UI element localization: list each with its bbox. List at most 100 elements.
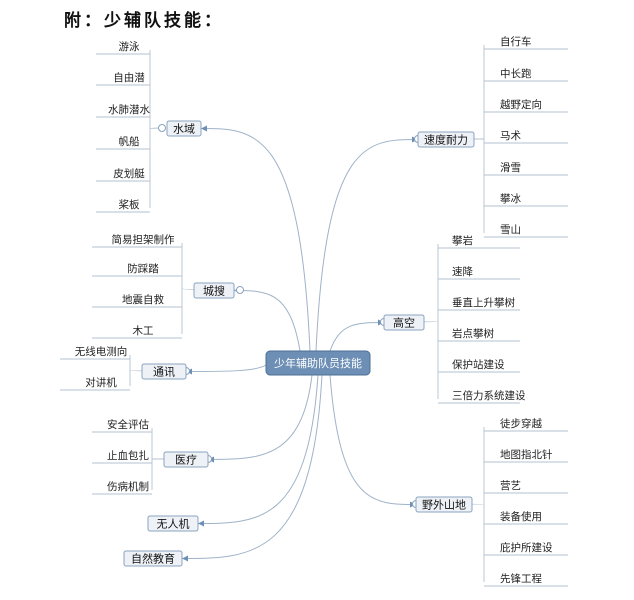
branch-node-urban-search[interactable]: 城搜 <box>193 282 235 299</box>
leaf-label: 无线电测向 <box>75 345 128 358</box>
leaf-comms-0[interactable]: 无线电测向 <box>60 345 130 360</box>
leaf-speed-endurance-6[interactable]: 雪山 <box>484 224 568 238</box>
leaf-medical-1[interactable]: 止血包扎 <box>92 449 152 464</box>
leaf-label: 自由潜 <box>113 71 145 84</box>
branch-box <box>193 282 235 299</box>
branch-node-wilderness[interactable]: 野外山地 <box>415 496 473 513</box>
leaf-water-1[interactable]: 自由潜 <box>96 71 150 86</box>
leaf-label: 安全评估 <box>107 418 149 431</box>
branch-node-comms[interactable]: 通讯 <box>141 363 187 380</box>
collapse-toggle-urban-search[interactable] <box>236 286 244 294</box>
connector-urban-search <box>233 290 301 352</box>
branch-node-medical[interactable]: 医疗 <box>163 451 209 468</box>
branch-label: 水域 <box>173 123 195 136</box>
leaf-label: 滑雪 <box>500 162 521 174</box>
leaf-urban-search-1[interactable]: 防踩踏 <box>92 262 182 277</box>
connector-speed-endurance <box>315 139 419 352</box>
leaf-medical-0[interactable]: 安全评估 <box>92 418 152 433</box>
leaf-label: 攀岩 <box>452 234 473 247</box>
leaf-medical-2[interactable]: 伤病机制 <box>92 480 152 495</box>
leaf-label: 桨板 <box>119 198 140 211</box>
leaf-urban-search-2[interactable]: 地震自救 <box>92 293 182 308</box>
branch-node-nature-edu[interactable]: 自然教育 <box>123 550 183 567</box>
leaf-label: 简易担架制作 <box>112 233 175 246</box>
branch-box <box>147 515 199 532</box>
leaf-label: 装备使用 <box>500 510 542 523</box>
leaf-label: 保护站建设 <box>452 358 505 371</box>
leaf-label: 速降 <box>452 265 473 278</box>
leaf-high-altitude-3[interactable]: 岩点攀树 <box>438 327 520 342</box>
leaf-wilderness-5[interactable]: 先锋工程 <box>484 572 568 587</box>
leaf-wilderness-1[interactable]: 地图指北针 <box>484 448 568 463</box>
leaf-label: 地图指北针 <box>500 448 553 461</box>
connector-wilderness <box>329 374 417 505</box>
branch-box <box>166 120 202 137</box>
connector-water <box>200 128 311 352</box>
branch-label: 自然教育 <box>131 552 175 566</box>
leaf-label: 三倍力系统建设 <box>452 389 526 402</box>
connector-nature-edu <box>181 374 323 559</box>
leaf-high-altitude-2[interactable]: 垂直上升攀树 <box>438 296 520 311</box>
branch-label: 速度耐力 <box>424 133 468 147</box>
leaf-label: 皮划艇 <box>113 167 145 180</box>
leaf-water-2[interactable]: 水肺潜水 <box>96 103 150 118</box>
leaf-high-altitude-0[interactable]: 攀岩 <box>438 234 520 249</box>
leaf-label: 地震自救 <box>122 293 164 306</box>
leaf-speed-endurance-5[interactable]: 攀冰 <box>484 192 568 207</box>
leaf-water-5[interactable]: 桨板 <box>96 198 150 213</box>
connector-medical <box>207 374 313 460</box>
leaf-water-0[interactable]: 游泳 <box>96 40 150 55</box>
leaf-label: 垂直上升攀树 <box>452 296 515 309</box>
branch-node-high-altitude[interactable]: 高空 <box>383 314 425 331</box>
connector-drone <box>197 374 319 524</box>
root-node[interactable]: 少年辅助队员技能 <box>265 350 371 376</box>
leaf-label: 徒步穿越 <box>500 417 542 430</box>
collapse-toggle-water[interactable] <box>158 124 166 132</box>
page-heading: 附：少辅队技能： <box>64 11 224 31</box>
leaf-label: 庇护所建设 <box>500 541 553 554</box>
branch-label: 高空 <box>393 316 415 330</box>
leaf-label: 对讲机 <box>85 376 117 389</box>
leaf-wilderness-4[interactable]: 庇护所建设 <box>484 541 568 556</box>
leaf-label: 止血包扎 <box>107 449 149 462</box>
leaf-label: 木工 <box>133 325 154 337</box>
branch-box <box>123 550 183 567</box>
branch-node-drone[interactable]: 无人机 <box>147 515 199 532</box>
leaf-label: 雪山 <box>500 224 521 236</box>
branch-node-water[interactable]: 水域 <box>166 120 202 137</box>
leaf-speed-endurance-3[interactable]: 马术 <box>484 130 568 144</box>
leaf-high-altitude-1[interactable]: 速降 <box>438 265 520 280</box>
leaf-speed-endurance-0[interactable]: 自行车 <box>484 35 568 50</box>
leaf-wilderness-0[interactable]: 徒步穿越 <box>484 417 568 432</box>
leaf-speed-endurance-2[interactable]: 越野定向 <box>484 98 568 113</box>
arrowhead-nature-edu <box>182 555 188 562</box>
leaf-label: 越野定向 <box>500 98 542 111</box>
root-node-box <box>265 350 371 376</box>
connector-high-altitude <box>329 322 385 352</box>
branch-box <box>383 314 425 331</box>
branch-label: 通讯 <box>153 366 175 379</box>
leaf-high-altitude-5[interactable]: 三倍力系统建设 <box>438 389 526 404</box>
leaf-label: 马术 <box>500 130 521 142</box>
branch-node-speed-endurance[interactable]: 速度耐力 <box>417 131 475 148</box>
leaf-layer: 游泳自由潜水肺潜水帆船皮划艇桨板简易担架制作防踩踏地震自救木工无线电测向对讲机安… <box>60 35 568 587</box>
leaf-label: 防踩踏 <box>127 262 159 275</box>
leaf-water-4[interactable]: 皮划艇 <box>96 167 150 182</box>
connector-layer <box>181 125 419 562</box>
leaf-water-3[interactable]: 帆船 <box>96 135 150 150</box>
leaf-wilderness-2[interactable]: 营艺 <box>484 479 568 494</box>
leaf-urban-search-3[interactable]: 木工 <box>92 325 182 339</box>
leaf-comms-1[interactable]: 对讲机 <box>60 376 130 391</box>
connector-comms <box>185 364 267 372</box>
leaf-label: 中长跑 <box>500 67 532 80</box>
leaf-wilderness-3[interactable]: 装备使用 <box>484 510 568 525</box>
leaf-speed-endurance-1[interactable]: 中长跑 <box>484 67 568 82</box>
leaf-high-altitude-4[interactable]: 保护站建设 <box>438 358 520 373</box>
leaf-speed-endurance-4[interactable]: 滑雪 <box>484 162 568 176</box>
leaf-label: 先锋工程 <box>500 572 542 585</box>
leaf-label: 岩点攀树 <box>452 327 494 340</box>
branch-box <box>163 451 209 468</box>
branch-label: 城搜 <box>203 284 225 298</box>
leaf-label: 攀冰 <box>500 192 521 205</box>
leaf-urban-search-0[interactable]: 简易担架制作 <box>92 233 182 248</box>
